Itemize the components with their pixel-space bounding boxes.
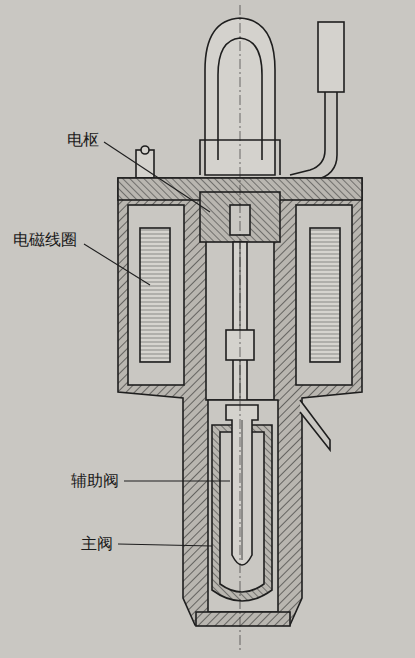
part-label: 电磁线圈 — [12, 230, 78, 250]
part-label: 主阀 — [80, 534, 114, 554]
part-label: 辅助阀 — [70, 471, 120, 491]
part-label: 电枢 — [66, 130, 100, 150]
